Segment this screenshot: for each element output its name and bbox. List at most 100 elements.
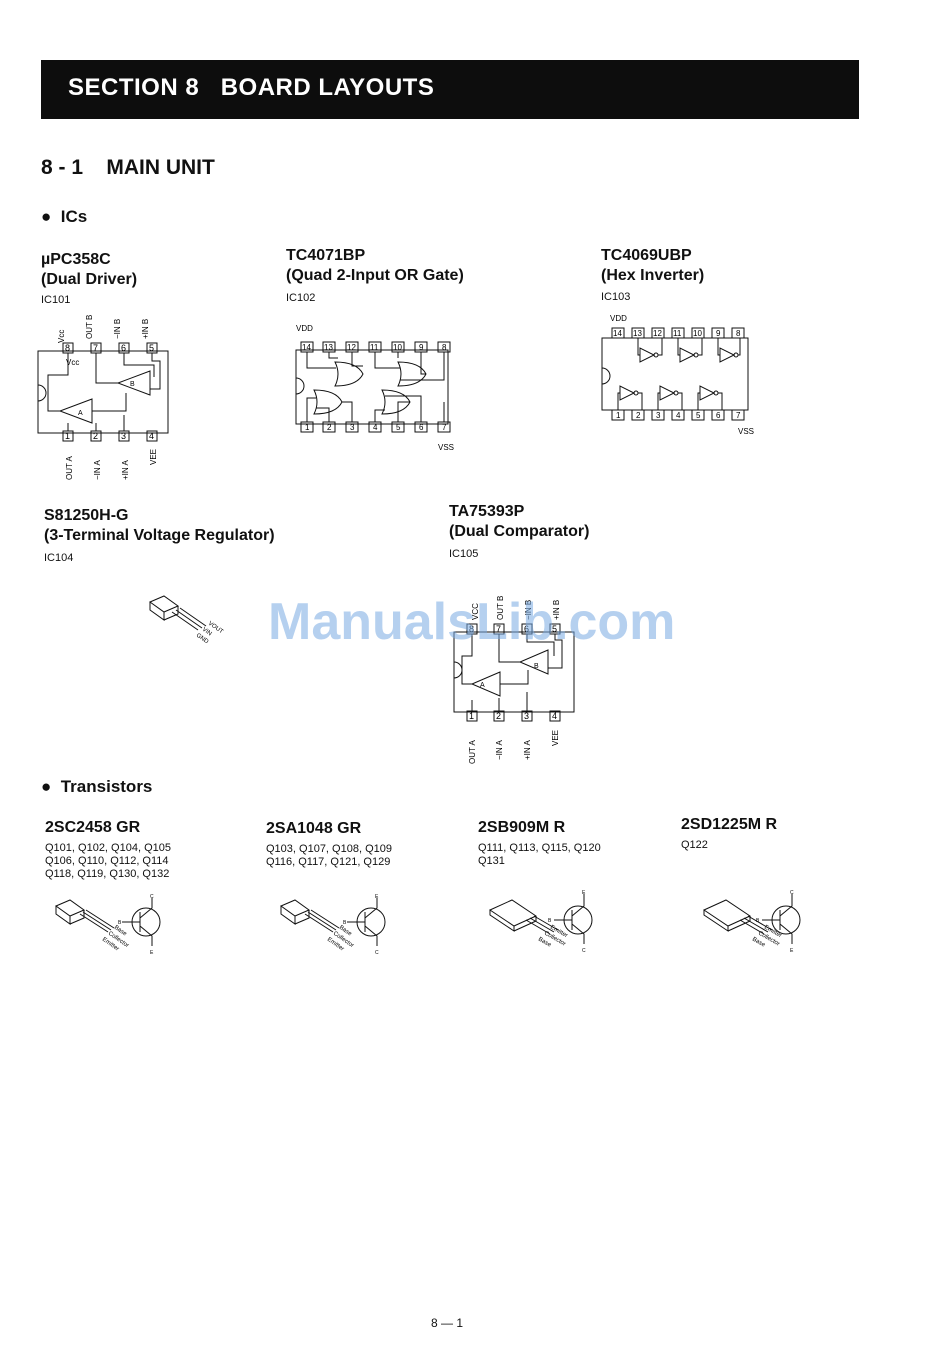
ic105-pin-label: +IN B [552,600,561,620]
transistor-package-diagram: Emitter Collector Base E B C [279,894,386,956]
ic103-pin-number: 14 [613,329,622,338]
ic103-pin-number: 3 [656,411,661,420]
transistor-refs: Q103, Q107, Q108, Q109 [266,843,392,855]
ic105-pin-number: 7 [496,624,501,634]
transistor-refs: Q101, Q102, Q104, Q105 [45,842,171,854]
ic105-part: TA75393P [449,503,525,520]
ic105-desc: (Dual Comparator) [449,523,590,540]
symbol-lead: B [118,920,122,926]
ic101-pin-label: −IN A [93,460,102,480]
ic103-pin-number: 6 [716,411,721,420]
bullet-icon: ● [41,207,52,226]
symbol-lead: C [375,950,379,956]
symbol-lead: C [582,948,586,954]
symbol-lead: B [548,918,552,924]
ic101-pin-number: 5 [149,343,154,353]
ic101-pin-label: Vcc [57,330,66,343]
ic101-desc: (Dual Driver) [41,271,138,288]
transistor-refs: Q118, Q119, Q130, Q132 [45,868,170,880]
ic102-pin-number: 2 [327,423,332,432]
transistor-refs: Q122 [681,839,708,851]
symbol-lead: E [582,890,586,896]
ic103-pin-number: 11 [673,329,682,338]
transistor-part: 2SB909M R [478,819,566,836]
ic101-supply-label: Vcc [66,358,79,367]
ic102-pin-number: 10 [393,343,402,352]
ic102-pin-number: 1 [305,423,310,432]
symbol-lead: E [790,948,794,954]
ic102-vdd-label: VDD [296,324,313,333]
ic103-pin-number: 2 [636,411,641,420]
ic101-pin-number: 2 [93,431,98,441]
ic104-package-diagram: GND VIN VOUT [148,595,224,646]
symbol-lead: E [150,950,154,956]
symbol-lead: B [756,918,760,924]
ic101-pin-number: 8 [65,343,70,353]
ic101-amp-a: A [78,410,83,417]
ic105-pin-number: 1 [469,711,474,721]
ic102-pin-number: 9 [419,343,424,352]
ic101-pin-number: 1 [65,431,70,441]
ic104-part: S81250H-G [44,507,129,524]
ic101-ref: IC101 [41,294,71,306]
ic103-pinout-diagram: VDD 14 13 12 11 10 9 8 1 2 3 4 5 6 7 VSS [601,314,754,436]
ic101-pin-label: +IN B [141,319,150,339]
ic104-desc: (3-Terminal Voltage Regulator) [44,527,275,544]
ic103-ref: IC103 [601,291,631,303]
ic102-desc: (Quad 2-Input OR Gate) [286,267,464,284]
ic104-pin-vin: VIN [201,627,213,638]
ic105-pin-label: VCC [471,603,480,620]
ic102-pin-number: 7 [442,423,447,432]
ic101-pin-number: 3 [121,431,126,441]
ic104-ref: IC104 [44,552,74,564]
ic105-pin-number: 8 [469,624,474,634]
transistor-part: 2SC2458 GR [45,819,141,836]
transistor-part: 2SD1225M R [681,816,778,833]
ic102-part: TC4071BP [286,247,366,264]
ic102-pin-number: 6 [419,423,424,432]
ic103-part: TC4069UBP [601,247,692,264]
section-header-bar: SECTION 8 BOARD LAYOUTS [41,60,859,119]
ic103-pin-number: 7 [736,411,741,420]
ic101-pin-label: +IN A [121,460,130,480]
transistors-heading: ● Transistors [41,777,152,797]
section-title: SECTION 8 BOARD LAYOUTS [68,74,435,101]
ic102-pin-number: 12 [347,343,356,352]
ic102-pin-number: 8 [442,343,447,352]
ic103-pin-number: 5 [696,411,701,420]
symbol-lead: E [375,894,379,900]
ic102-pin-number: 3 [350,423,355,432]
ic105-pinout-diagram: VCC OUT B −IN B +IN B 8 7 6 5 1 2 3 4 B … [453,596,575,764]
ic102-pin-number: 4 [373,423,378,432]
ic105-pin-label: OUT B [496,596,505,620]
transistor-package-diagram: Emitter Collector Base C B E [54,894,161,956]
ic105-pin-label: VEE [551,730,560,746]
ic102-pin-number: 11 [370,343,379,352]
transistor-package-diagram: Base Collector Emitter E B C [488,890,593,954]
symbol-lead: C [790,890,794,896]
ics-heading: ● ICs [41,207,87,227]
transistor-refs: Q116, Q117, Q121, Q129 [266,856,391,868]
subsection-title: 8 - 1 MAIN UNIT [41,156,215,179]
ics-heading-label: ICs [60,207,88,226]
transistors-heading-label: Transistors [60,777,153,796]
transistor-part: 2SA1048 GR [266,820,362,837]
ic105-pin-number: 4 [552,711,557,721]
ic105-pin-number: 2 [496,711,501,721]
ic101-pin-number: 6 [121,343,126,353]
ic101-pin-label: OUT A [65,455,74,480]
ic102-pin-number: 5 [396,423,401,432]
ic103-pin-number: 1 [616,411,621,420]
transistor-refs: Q111, Q113, Q115, Q120 [478,842,601,854]
ic102-ref: IC102 [286,292,316,304]
transistor-refs: Q106, Q110, Q112, Q114 [45,855,169,867]
ic103-pin-number: 4 [676,411,681,420]
ic105-pin-label: −IN B [524,600,533,620]
ic101-pin-label: OUT B [85,315,94,339]
ic101-pin-number: 4 [149,431,154,441]
ic101-pin-number: 7 [93,343,98,353]
ic101-amp-b: B [130,381,135,388]
ic101-pin-label: VEE [149,449,158,465]
ic103-pin-number: 10 [693,329,702,338]
ic103-pin-number: 12 [653,329,662,338]
